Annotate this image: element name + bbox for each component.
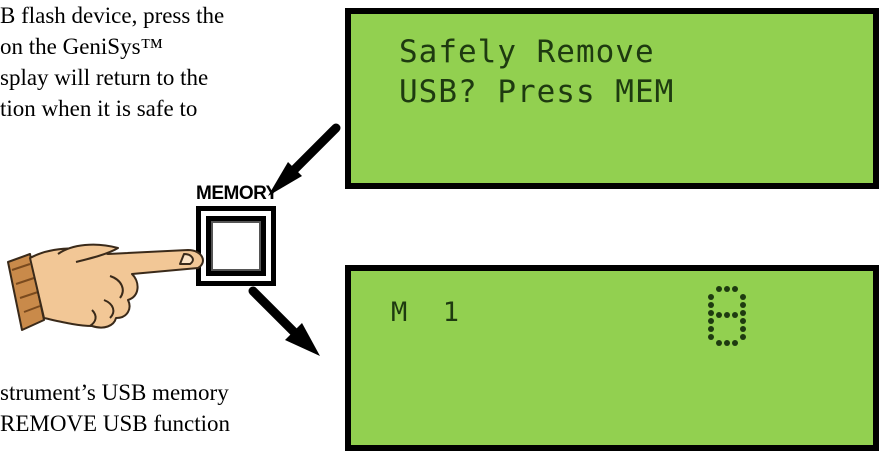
lcd-line-1: Safely Remove <box>399 34 655 70</box>
hand-pointing-icon <box>7 243 204 331</box>
memory-indicator: M 1 <box>391 297 461 328</box>
text-line: strument’s USB memory <box>0 380 229 405</box>
text-line: splay will return to the <box>0 65 209 90</box>
lcd-line-2: USB? Press MEM <box>399 74 675 110</box>
instruction-paragraph-top: B flash device, press the on the GeniSys… <box>0 0 325 124</box>
arrow-down-left-icon <box>268 123 341 196</box>
instruction-paragraph-bottom: strument’s USB memory REMOVE USB functio… <box>0 377 335 439</box>
text-line: tion when it is safe to <box>0 96 198 121</box>
arrow-down-right-icon <box>248 286 320 356</box>
digit-zero-icon: 0 <box>607 184 746 346</box>
text-line: on the GeniSys™ <box>0 34 164 59</box>
lcd-display-result: M 1 0 <box>345 184 879 451</box>
memory-button-label: MEMORY <box>196 183 278 204</box>
lcd-display-prompt: Safely Remove USB? Press MEM <box>345 8 879 189</box>
memory-button[interactable] <box>196 206 276 286</box>
text-line: B flash device, press the <box>0 3 225 28</box>
dot-matrix-digit: 0 <box>607 184 747 351</box>
text-line: REMOVE USB function <box>0 411 230 436</box>
